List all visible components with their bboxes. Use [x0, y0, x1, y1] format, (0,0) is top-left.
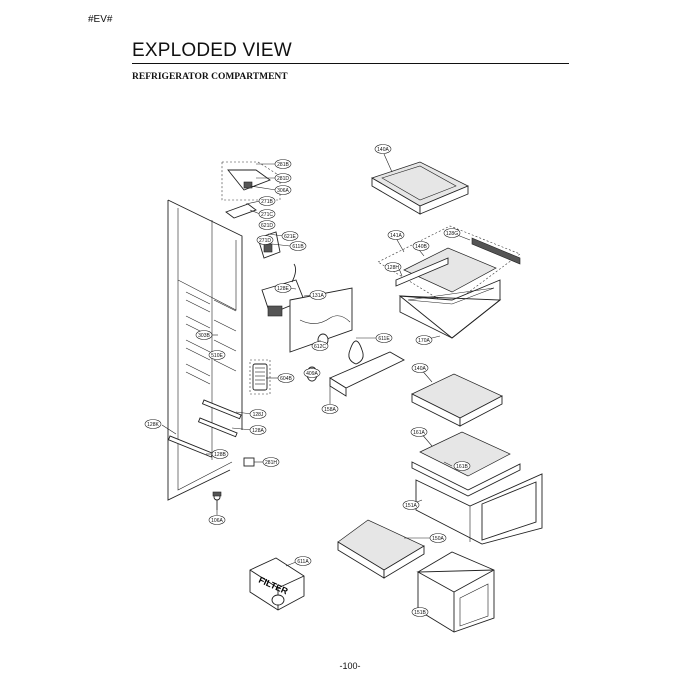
svg-text:281D: 281D: [277, 176, 289, 182]
part-label-128g: 128G: [443, 228, 461, 238]
part-label-140b: 140B: [412, 241, 430, 251]
bottom-drawer: [416, 551, 495, 633]
svg-text:151B: 151B: [414, 610, 426, 616]
part-label-612c: 612C: [311, 341, 329, 351]
svg-text:140A: 140A: [414, 366, 426, 372]
svg-text:271D: 271D: [259, 238, 271, 244]
part-label-128h: 128H: [384, 262, 402, 272]
part-label-271d: 271D: [256, 235, 274, 245]
page-number: -100-: [339, 661, 361, 671]
svg-text:281B: 281B: [277, 162, 289, 168]
svg-text:150A: 150A: [432, 536, 444, 542]
middle-glass-shelf: [411, 373, 503, 427]
svg-text:140B: 140B: [415, 244, 427, 250]
part-label-128j: 128J: [249, 409, 267, 419]
svg-text:604B: 604B: [280, 376, 292, 382]
part-label-128b: 128B: [211, 449, 229, 459]
part-label-281b: 281B: [274, 159, 292, 169]
svg-text:128G: 128G: [446, 231, 458, 237]
svg-text:128E: 128E: [277, 286, 289, 292]
crisper-drawer-assembly: [411, 431, 543, 545]
svg-text:151A: 151A: [405, 503, 417, 509]
svg-text:106A: 106A: [211, 518, 223, 524]
part-label-611a: 611A: [294, 556, 312, 566]
svg-text:611B: 611B: [292, 244, 304, 250]
water-filter-housing: [249, 359, 271, 395]
part-label-150a: 150A: [429, 533, 447, 543]
refrigerator-cabinet: [167, 199, 255, 510]
part-label-621e: 621E: [281, 231, 299, 241]
part-label-141a: 141A: [387, 230, 405, 240]
part-label-106a: 106A: [208, 515, 226, 525]
part-label-131a: 131A: [309, 290, 327, 300]
svg-text:161B: 161B: [456, 464, 468, 470]
part-label-140a-mid: 140A: [411, 363, 429, 373]
svg-text:141A: 141A: [390, 233, 402, 239]
svg-text:510E: 510E: [211, 353, 223, 359]
svg-text:128K: 128K: [147, 422, 159, 428]
title-divider: [132, 63, 569, 64]
part-label-151b: 151B: [411, 607, 429, 617]
svg-text:611E: 611E: [378, 336, 390, 342]
part-label-128e: 128E: [274, 283, 292, 293]
top-glass-shelf: [371, 161, 469, 215]
part-label-140a-top: 140A: [374, 144, 392, 154]
document-code: #EV#: [88, 14, 113, 25]
svg-text:612C: 612C: [314, 344, 326, 350]
svg-text:409A: 409A: [306, 371, 318, 377]
part-label-510e: 510E: [208, 350, 226, 360]
part-label-281d: 281D: [274, 173, 292, 183]
svg-text:161A: 161A: [413, 430, 425, 436]
svg-text:271B: 271B: [261, 199, 273, 205]
svg-text:140A: 140A: [377, 147, 389, 153]
svg-text:281H: 281H: [265, 460, 277, 466]
svg-text:621D: 621D: [261, 223, 273, 229]
part-label-151a: 151A: [402, 500, 420, 510]
part-label-128k: 128K: [144, 419, 162, 429]
svg-text:271C: 271C: [261, 212, 273, 218]
part-label-161a: 161A: [410, 427, 428, 437]
part-label-271c: 271C: [258, 209, 276, 219]
page-title: EXPLODED VIEW: [132, 40, 292, 61]
svg-text:128B: 128B: [214, 452, 226, 458]
part-label-611e: 611E: [375, 333, 393, 343]
water-filter-cartridge: FILTER: [249, 557, 305, 611]
part-label-281h: 281H: [262, 457, 280, 467]
svg-text:158A: 158A: [324, 407, 336, 413]
section-subtitle: REFRIGERATOR COMPARTMENT: [132, 72, 288, 82]
part-label-303b: 303B: [195, 330, 213, 340]
part-label-161b: 161B: [453, 461, 471, 471]
part-label-128a: 128A: [249, 425, 267, 435]
svg-text:611A: 611A: [297, 559, 309, 565]
part-label-621d: 621D: [258, 220, 276, 230]
crisper-cover-assembly: [377, 225, 521, 339]
part-label-604b: 604B: [277, 373, 295, 383]
part-label-170a: 170A: [415, 335, 433, 345]
part-label-409a: 409A: [303, 368, 321, 378]
svg-text:131A: 131A: [312, 293, 324, 299]
bottom-glass-shelf: [337, 519, 425, 579]
svg-text:128A: 128A: [252, 428, 264, 434]
part-label-271b: 271B: [258, 196, 276, 206]
part-label-306a: 306A: [274, 185, 292, 195]
svg-text:128H: 128H: [387, 265, 399, 271]
svg-text:303B: 303B: [198, 333, 210, 339]
part-label-611b: 611B: [289, 241, 307, 251]
svg-text:170A: 170A: [418, 338, 430, 344]
part-label-158a: 158A: [321, 404, 339, 414]
svg-text:128J: 128J: [253, 412, 264, 418]
svg-text:306A: 306A: [277, 188, 289, 194]
svg-text:621E: 621E: [284, 234, 296, 240]
control-housing-assembly: [221, 161, 281, 259]
